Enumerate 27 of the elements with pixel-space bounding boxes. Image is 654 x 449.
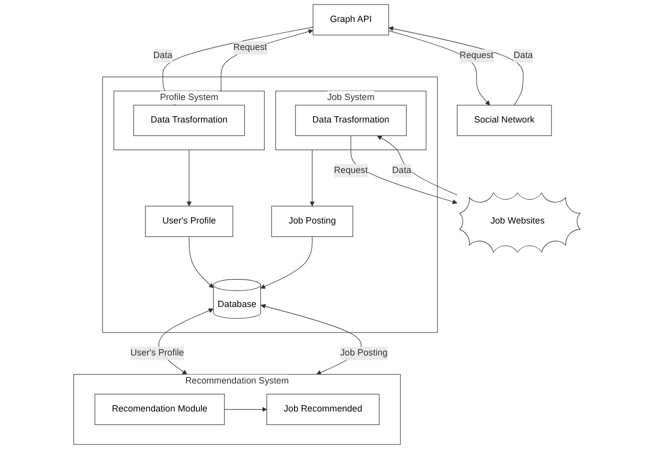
cluster xyxy=(102,76,438,333)
edge-label: Data xyxy=(392,166,412,176)
node-box: Job Posting xyxy=(271,206,354,237)
node-box: Job Recommended xyxy=(266,394,380,425)
node-box: Data Trasformation xyxy=(295,104,407,136)
edge-label: Request xyxy=(334,166,368,176)
edge-label: Request xyxy=(460,50,494,61)
edge-label: Job Posting xyxy=(340,348,388,358)
node-box: User's Profile xyxy=(145,206,234,237)
arrow xyxy=(388,26,524,106)
edge-label: Data xyxy=(514,50,533,61)
arrow xyxy=(188,236,214,288)
node-box: Graph API xyxy=(312,4,389,36)
arrow xyxy=(377,135,458,196)
arrow xyxy=(310,150,315,206)
arrow xyxy=(224,406,268,412)
arrow xyxy=(388,30,490,106)
edge-label: Request xyxy=(233,42,268,52)
arrow xyxy=(350,135,458,204)
arrow xyxy=(186,150,192,206)
node-box: Recomendation Module xyxy=(94,394,225,425)
arrow xyxy=(220,29,314,92)
edge-label: Data xyxy=(153,50,172,61)
node-box: Data Trasformation xyxy=(133,104,245,136)
edge-label: User's Profile xyxy=(130,348,184,358)
node-box: Social Network xyxy=(456,104,552,136)
arrow xyxy=(260,236,312,289)
